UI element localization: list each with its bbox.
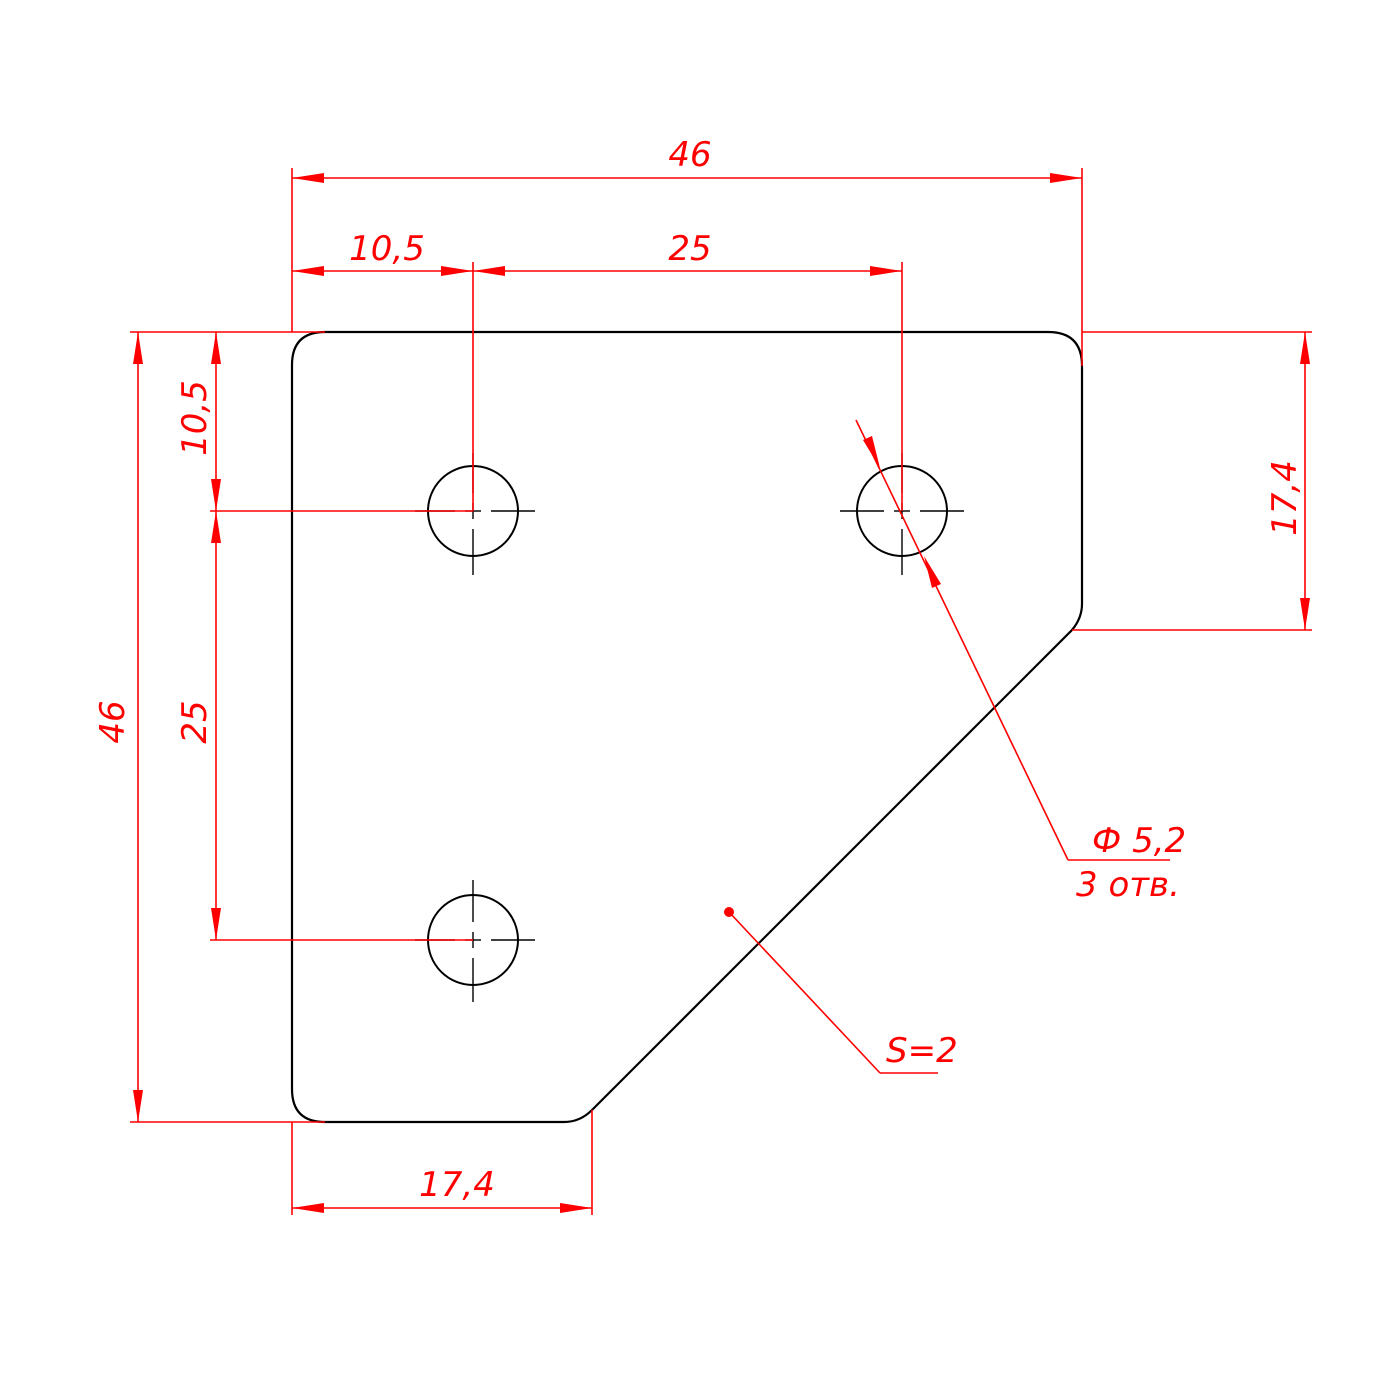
callout-hole-count-label: 3 отв. — [1076, 865, 1180, 905]
callout-hole-diameter: Ф 5,2 3 отв. — [855, 419, 1186, 905]
callout-thickness-label: S=2 — [886, 1031, 958, 1071]
dim-right-edge-height: 17,4 — [1072, 331, 1312, 631]
dim-hole-offset-y: 10,5 25 — [175, 332, 473, 941]
dim-hole-spacing-x-label: 25 — [668, 229, 711, 269]
callout-thickness: S=2 — [724, 907, 958, 1074]
dim-bottom-edge-width: 17,4 — [291, 1110, 593, 1215]
dim-hole-spacing-y-label: 25 — [175, 700, 215, 743]
hole-bottom-left — [415, 880, 535, 1002]
dim-overall-width: 46 — [291, 135, 1083, 366]
dim-hole-offset-y-label: 10,5 — [175, 380, 215, 456]
callout-hole-diameter-label: Ф 5,2 — [1092, 821, 1186, 861]
dim-right-edge-height-label: 17,4 — [1265, 460, 1305, 536]
hole-top-left — [415, 453, 535, 575]
dim-hole-offset-x: 10,5 25 — [292, 229, 903, 511]
plate-outline — [290, 330, 1084, 1124]
dim-overall-height: 46 — [93, 331, 325, 1123]
dim-overall-width-label: 46 — [668, 135, 711, 175]
dim-bottom-edge-width-label: 17,4 — [419, 1165, 495, 1205]
dim-overall-height-label: 46 — [93, 700, 133, 743]
dim-hole-offset-x-label: 10,5 — [349, 229, 425, 269]
